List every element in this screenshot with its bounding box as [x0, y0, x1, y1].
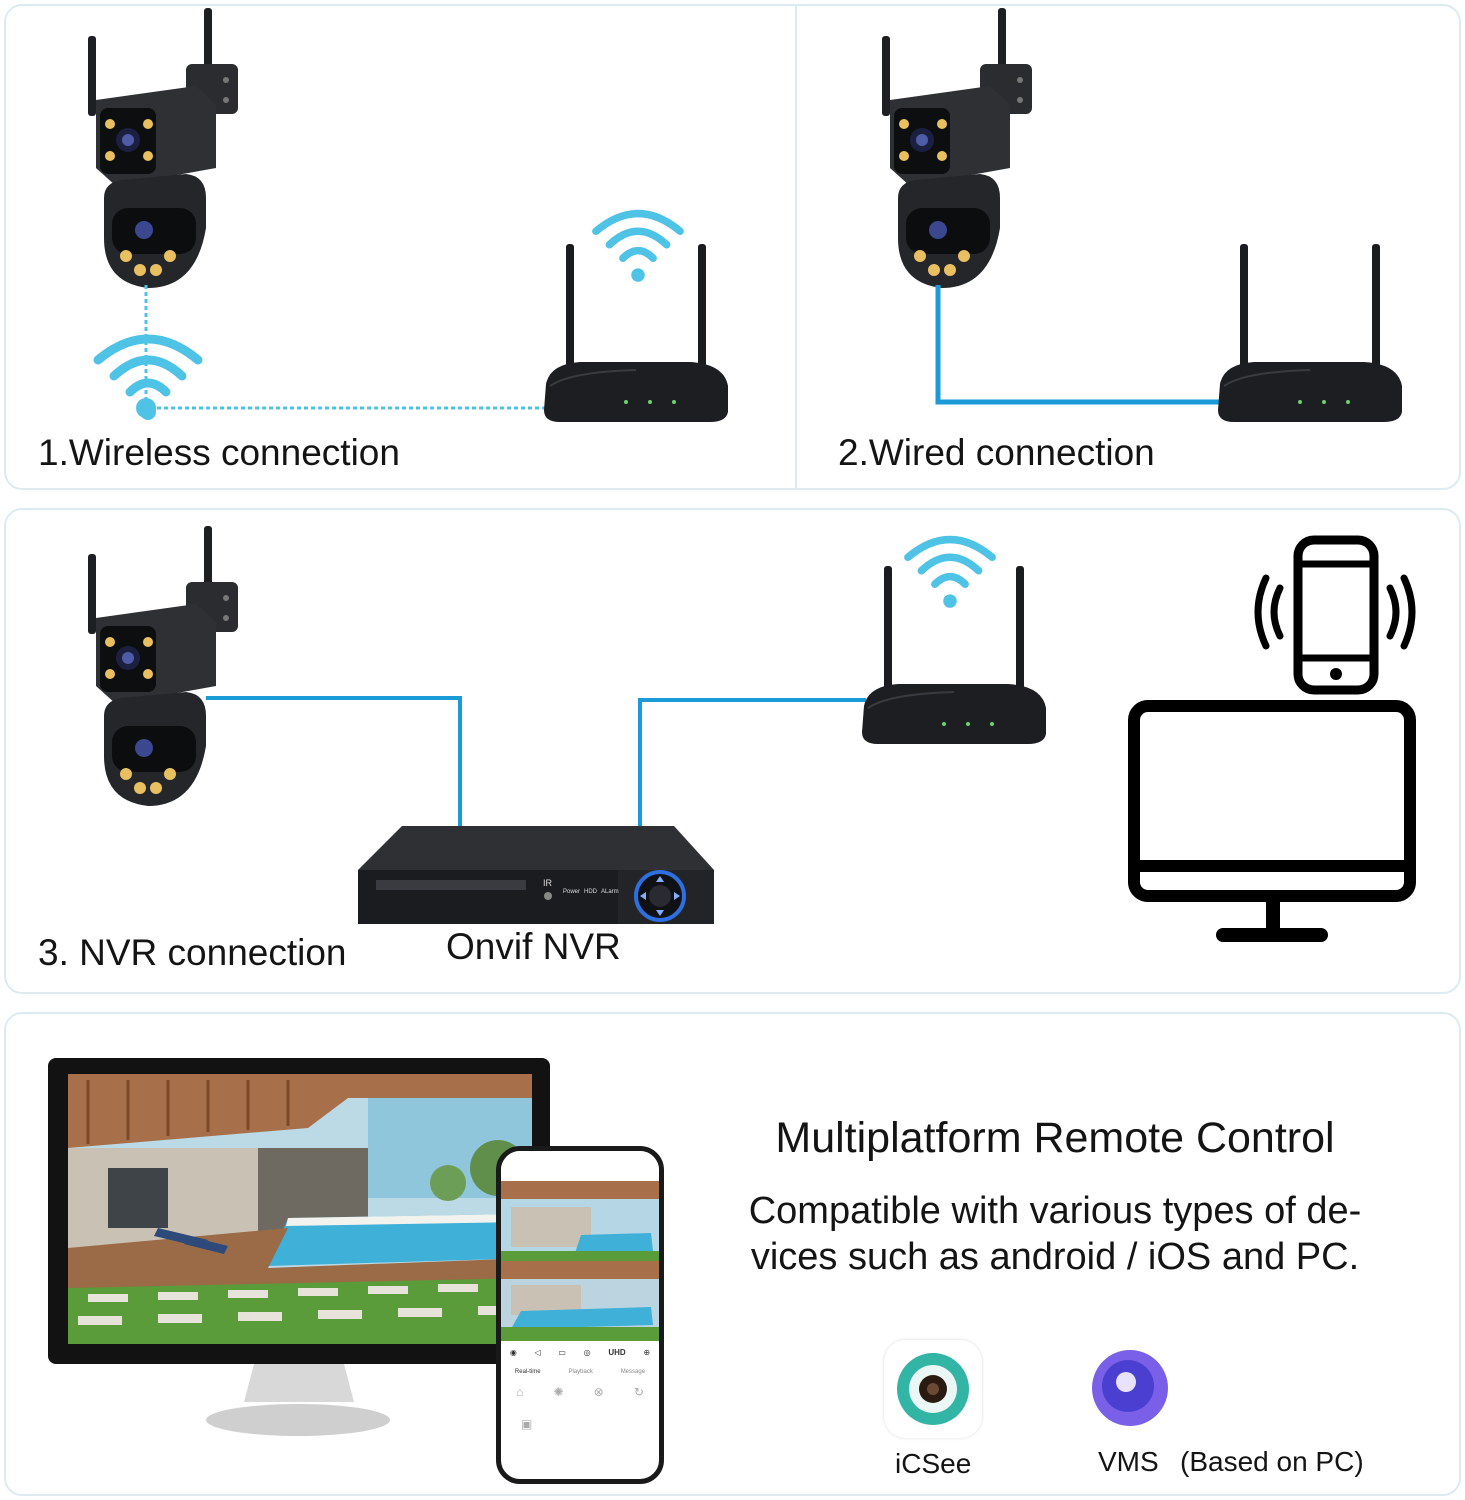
phone-quality[interactable]: UHD: [608, 1347, 626, 1357]
phone-feature-icon[interactable]: ↻: [633, 1385, 644, 1399]
phone-ctrl-icon[interactable]: ◎: [583, 1347, 591, 1357]
nvr-panel: [4, 508, 1461, 994]
vms-app-name: VMS: [1098, 1446, 1159, 1477]
phone-tab-realtime[interactable]: Real-time: [514, 1369, 541, 1375]
wired-link-line: [935, 285, 1222, 405]
nvr-link-lines: [206, 696, 866, 830]
phone-feature-icon[interactable]: ▣: [521, 1417, 533, 1431]
phone-ctrl-icon[interactable]: ▭: [558, 1347, 566, 1357]
wireless-link-line: [136, 285, 545, 418]
phone-icon: [1254, 535, 1416, 695]
phone-ctrl-icon[interactable]: ◉: [509, 1347, 517, 1357]
wireless-label: 1.Wireless connection: [38, 432, 400, 473]
phone-ctrl-icon[interactable]: ⊕: [643, 1347, 651, 1357]
monitor-icon: [1128, 700, 1416, 942]
icsee-app-name: iCSee: [895, 1448, 972, 1479]
onvif-nvr-label: Onvif NVR: [446, 926, 621, 967]
phone-tab-playback[interactable]: Playback: [568, 1369, 593, 1375]
nvr-power-label: Power: [563, 889, 581, 895]
phone-feature-icon[interactable]: ⊗: [593, 1385, 604, 1399]
phone-tab-message[interactable]: Message: [620, 1369, 646, 1375]
phone-feature-icon[interactable]: ⌂: [516, 1385, 524, 1399]
remote-control-description: Compatible with various types of de- vic…: [700, 1188, 1410, 1280]
remote-control-title: Multiplatform Remote Control: [775, 1114, 1335, 1162]
description-line-1: Compatible with various types of de-: [748, 1190, 1362, 1232]
description-line-2: vices such as android / iOS and PC.: [750, 1236, 1360, 1278]
nvr-connection-label: 3. NVR connection: [38, 932, 347, 973]
phone-ctrl-icon[interactable]: ◁: [534, 1347, 541, 1357]
desktop-monitor-image: [48, 1058, 550, 1436]
phone-feature-icon[interactable]: ✺: [553, 1385, 564, 1399]
vms-app-icon[interactable]: [1090, 1348, 1170, 1428]
nvr-icon: [358, 826, 714, 924]
nvr-ir-label: IR: [543, 878, 552, 888]
wired-label: 2.Wired connection: [838, 432, 1155, 473]
nvr-hdd-label: HDD: [584, 889, 597, 895]
router-icon: [861, 565, 1047, 745]
icsee-app-icon[interactable]: [884, 1340, 982, 1438]
panel-divider: [795, 6, 797, 488]
vms-app-note: (Based on PC): [1180, 1446, 1364, 1477]
nvr-alarm-label: ALarm: [601, 889, 619, 895]
smartphone-app-image: ◉ ◁ ▭ ◎ UHD ⊕ Real-time Playback Message…: [496, 1146, 664, 1484]
